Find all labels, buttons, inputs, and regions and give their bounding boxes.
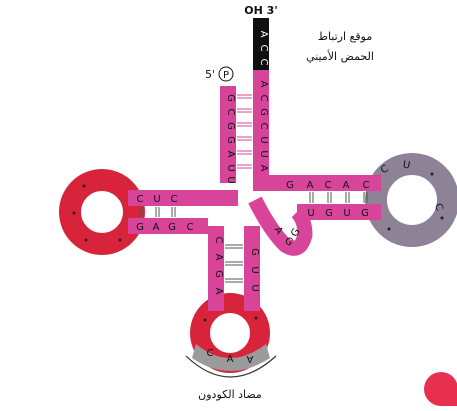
nucleotide-acceptor-stem-5: A xyxy=(225,151,236,158)
nucleotide-t-arm-top: C xyxy=(325,180,332,191)
nucleotide-anticodon-left: A xyxy=(213,254,224,261)
nucleotide-t-arm-top: A xyxy=(307,180,314,191)
binding-site-label-line1: موقع ارتباط xyxy=(318,30,373,43)
anticodon-pair-lines xyxy=(225,245,243,282)
nucleotide-acceptor-3: C xyxy=(258,45,269,52)
nucleotide-d-arm-top: U xyxy=(153,194,160,205)
nucleotide-d-arm-top: C xyxy=(137,194,144,205)
nucleotide-d-arm-bottom: G xyxy=(168,222,176,233)
d-loop xyxy=(70,180,134,244)
phosphate-label: P xyxy=(223,70,229,81)
nucleotide-anticodon-right: G xyxy=(249,248,260,256)
nucleotide-anticodon-left: G xyxy=(213,270,224,278)
accent-button[interactable] xyxy=(424,372,457,406)
nucleotide-t-arm-top: C xyxy=(363,180,370,191)
nucleotide-acceptor-stem-3: C xyxy=(258,95,269,102)
t-arm-pair-lines xyxy=(310,192,367,203)
nucleotide-anticodon-left: A xyxy=(213,288,224,295)
nucleotide-acceptor-3: A xyxy=(258,31,269,38)
nucleotide-anticodon-right: U xyxy=(249,284,260,291)
nucleotide-acceptor-3: C xyxy=(258,59,269,66)
nucleotide-acceptor-stem-5: C xyxy=(225,109,236,116)
nucleotide-acceptor-stem-5: G xyxy=(225,122,236,130)
nucleotide-t-arm-top: A xyxy=(343,180,350,191)
nucleotide-acceptor-stem-3: U xyxy=(258,136,269,143)
nucleotide-d-arm-top: C xyxy=(171,194,178,205)
nucleotide-anticodon-left: C xyxy=(213,237,224,244)
three-prime-label: OH 3' xyxy=(244,4,277,17)
nucleotide-anticodon-loop: A xyxy=(227,354,234,365)
nucleotide-d-arm-bottom: C xyxy=(187,222,194,233)
nucleotide-anticodon-right: U xyxy=(249,266,260,273)
acceptor-pair-lines xyxy=(237,95,252,168)
nucleotide-t-arm-top: G xyxy=(286,180,294,191)
nucleotide-acceptor-stem-3: A xyxy=(258,165,269,172)
nucleotide-acceptor-stem-5: U xyxy=(225,176,236,183)
anticodon-label: مضاد الكودون xyxy=(198,388,262,401)
nucleotide-t-arm-bottom: G xyxy=(361,208,369,219)
nucleotide-t-arm-bottom: U xyxy=(343,208,350,219)
d-arm-top xyxy=(128,190,238,206)
nucleotide-acceptor-stem-3: U xyxy=(258,150,269,157)
nucleotide-acceptor-stem-5: G xyxy=(225,136,236,144)
binding-site-label-line2: الحمض الأميني xyxy=(306,49,374,63)
nucleotide-d-arm-bottom: G xyxy=(136,222,144,233)
nucleotide-t-arm-bottom: U xyxy=(307,208,314,219)
nucleotide-acceptor-stem-3: A xyxy=(258,81,269,88)
nucleotide-d-arm-bottom: A xyxy=(153,222,160,233)
five-prime-label: 5' xyxy=(205,68,215,81)
d-arm-pair-lines xyxy=(140,207,175,217)
nucleotide-acceptor-stem-3: G xyxy=(258,108,269,116)
nucleotide-anticodon-loop: C xyxy=(207,348,214,359)
nucleotide-anticodon-loop: A xyxy=(246,353,253,364)
nucleotide-acceptor-stem-5: U xyxy=(225,164,236,171)
nucleotide-acceptor-stem-5: G xyxy=(225,94,236,102)
nucleotide-acceptor-stem-3: C xyxy=(258,123,269,130)
nucleotide-t-arm-bottom: G xyxy=(325,208,333,219)
